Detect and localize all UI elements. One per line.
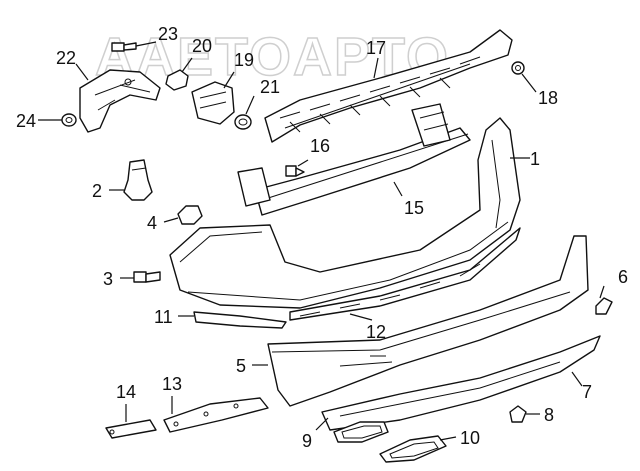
- part-12-lower-strip: [289, 227, 521, 321]
- part-24-nut: [61, 113, 77, 127]
- callout-10: 10: [460, 428, 480, 448]
- callout-3: 3: [103, 269, 113, 289]
- part-14-reflector: [105, 419, 157, 439]
- callout-labels: 1 2 3 4 5 6 7 8 9 10 11 12 13 14 15 16 1…: [16, 24, 628, 451]
- part-11-reflector: [193, 311, 287, 329]
- part-3-screw: [133, 271, 161, 283]
- callout-23: 23: [158, 24, 178, 44]
- part-10-exhaust-trim: [379, 435, 447, 463]
- callout-8: 8: [544, 405, 554, 425]
- part-9-exhaust-trim: [333, 421, 389, 443]
- part-19-bracket: [191, 81, 235, 125]
- callout-6: 6: [618, 267, 628, 287]
- part-16-bolt: [285, 165, 305, 177]
- part-6-clip: [595, 297, 613, 315]
- part-4-clip: [177, 205, 203, 225]
- callout-12: 12: [366, 322, 386, 342]
- part-21-nut: [234, 114, 252, 130]
- part-15-impact-bar: [237, 103, 471, 216]
- callout-19: 19: [234, 50, 254, 70]
- part-13-reflector: [163, 397, 269, 433]
- callout-13: 13: [162, 374, 182, 394]
- callout-14: 14: [116, 382, 136, 402]
- callout-9: 9: [302, 431, 312, 451]
- callout-2: 2: [92, 181, 102, 201]
- callout-16: 16: [310, 136, 330, 156]
- callout-5: 5: [236, 356, 246, 376]
- callout-20: 20: [192, 36, 212, 56]
- callout-4: 4: [147, 213, 157, 233]
- callout-22: 22: [56, 48, 76, 68]
- callout-11: 11: [154, 307, 173, 327]
- callout-21: 21: [260, 77, 280, 97]
- leader-lines: [38, 41, 605, 441]
- part-17-upper-absorber: [264, 29, 513, 143]
- part-23-bolt: [111, 42, 137, 52]
- part-5-lower-valance: [267, 235, 589, 407]
- part-18-nut: [511, 61, 525, 75]
- part-8-clip: [509, 405, 527, 423]
- part-22-side-bracket: [79, 69, 161, 133]
- callout-17: 17: [366, 38, 386, 58]
- callout-24: 24: [16, 111, 36, 131]
- part-20-clip: [165, 69, 189, 91]
- part-2-cap: [123, 159, 153, 201]
- callout-18: 18: [538, 88, 558, 108]
- part-1-bumper-cover: [169, 117, 521, 309]
- callout-15: 15: [404, 198, 424, 218]
- callout-1: 1: [530, 149, 540, 169]
- callout-7: 7: [582, 382, 592, 402]
